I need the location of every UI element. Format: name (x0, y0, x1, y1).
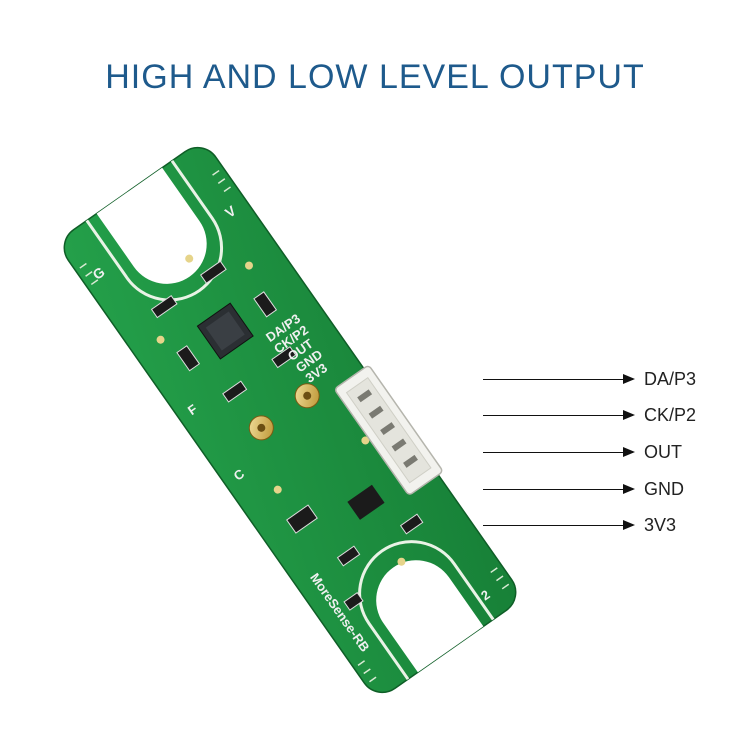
arrow-da (483, 374, 635, 384)
arrow-out (483, 447, 635, 457)
pin-label-ck-p2: CK/P2 (644, 405, 697, 425)
pin-label-gnd: GND (644, 479, 684, 499)
pin-label-out: OUT (644, 442, 682, 462)
arrow-gnd (483, 484, 635, 494)
page-title: HIGH AND LOW LEVEL OUTPUT (105, 58, 645, 96)
arrow-3v3 (483, 520, 635, 530)
pin-label-da-p3: DA/P3 (644, 369, 697, 389)
pin-label-3v3: 3V3 (644, 515, 677, 535)
pcb-board: G V F C D DA/P3 CK/P2 OUT GND 3V3 MoreSe… (63, 146, 517, 694)
arrow-ck (483, 410, 635, 420)
